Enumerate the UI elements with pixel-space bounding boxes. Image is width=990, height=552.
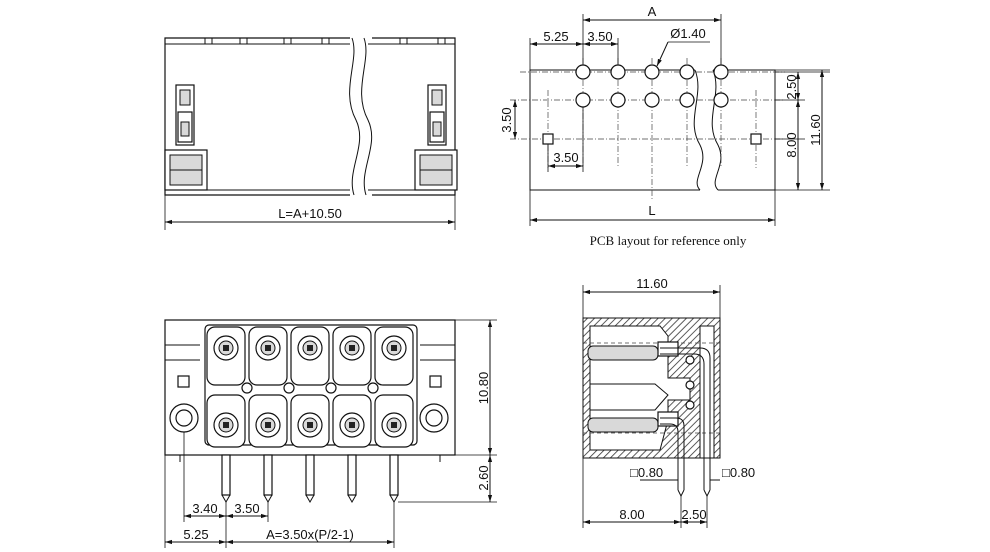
top-length-label: L=A+10.50 [278, 206, 342, 221]
right-latch [414, 84, 458, 191]
front-pins [221, 454, 399, 504]
pcb-dim-hole: Ø1.40 [670, 26, 705, 41]
pcb-dim-left-vert: 3.50 [499, 107, 514, 132]
pcb-layout-view: A 5.25 3.50 Ø1.40 2.50 8.00 11.60 3.50 3… [499, 4, 830, 248]
pcb-dim-row-gap: 2.50 [784, 74, 799, 99]
cell-4 [332, 326, 372, 448]
cell-5 [374, 326, 414, 448]
side-dim-800: 8.00 [619, 507, 644, 522]
left-latch [164, 84, 208, 191]
front-dim-350: 3.50 [234, 501, 259, 516]
pcb-dim-a: A [648, 4, 657, 19]
pcb-dim-350: 3.50 [587, 29, 612, 44]
front-dim-height: 10.80 [476, 372, 491, 405]
side-dim-250: 2.50 [681, 507, 706, 522]
side-view: 11.60 □0.80 □0.80 8.00 2.50 [582, 276, 755, 528]
pcb-dim-525: 5.25 [543, 29, 568, 44]
cell-3 [290, 326, 330, 448]
pcb-holes [542, 64, 762, 145]
cell-1 [206, 326, 246, 448]
top-view: L=A+10.50 [164, 30, 458, 230]
front-view: 10.80 2.60 3.40 3.50 5.25 A=3.50x(P/2-1) [164, 319, 497, 548]
pcb-dim-peg: 3.50 [553, 150, 578, 165]
front-dim-525: 5.25 [183, 527, 208, 542]
pcb-dim-l: L [648, 203, 655, 218]
front-dim-pin: 2.60 [476, 465, 491, 490]
front-dim-340: 3.40 [192, 501, 217, 516]
cell-2 [248, 326, 288, 448]
pcb-dim-height: 11.60 [808, 114, 823, 146]
pcb-dim-800: 8.00 [784, 132, 799, 157]
side-dim-width: 11.60 [636, 276, 668, 291]
side-dim-pin-left: □0.80 [630, 465, 663, 480]
side-dim-pin-right: □0.80 [722, 465, 755, 480]
front-dim-a-formula: A=3.50x(P/2-1) [266, 527, 354, 542]
terminal-cells [204, 324, 418, 448]
pcb-caption: PCB layout for reference only [590, 233, 747, 248]
